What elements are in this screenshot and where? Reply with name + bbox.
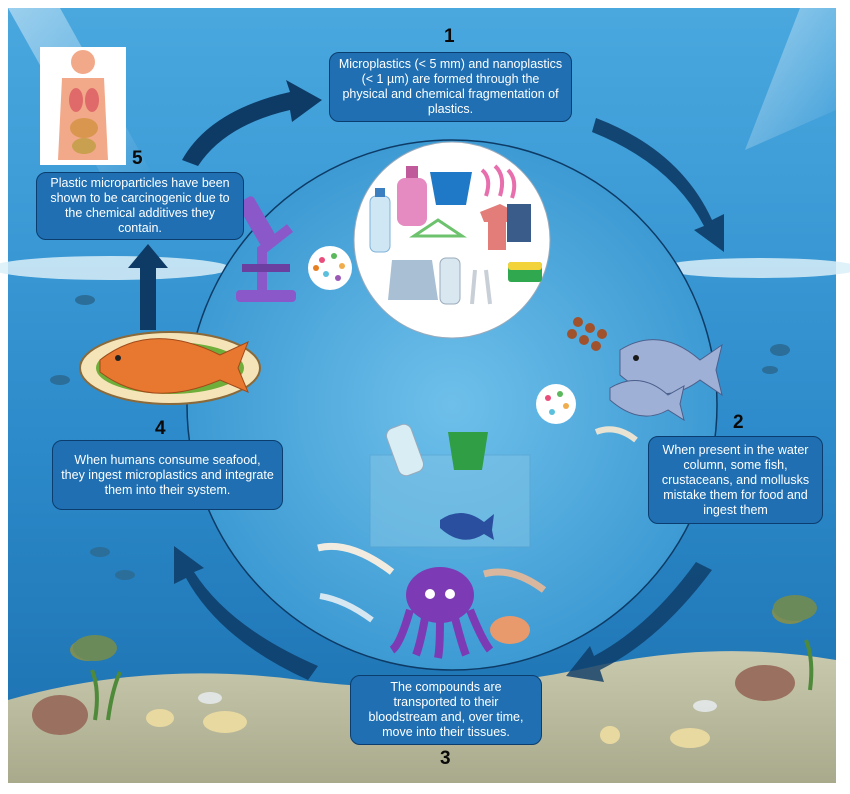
step-5-text: Plastic microparticles have been shown t… — [36, 172, 244, 240]
cooked-fish-plate-icon — [80, 332, 260, 404]
step-3-number: 3 — [440, 748, 451, 770]
step-3-text: The compounds are transported to their b… — [350, 675, 542, 745]
step-1-number: 1 — [444, 26, 455, 48]
step-1-text: Microplastics (< 5 mm) and nanoplastics … — [329, 52, 572, 122]
step-4-number: 4 — [155, 418, 166, 440]
step-2-number: 2 — [733, 412, 744, 434]
shell-icon — [490, 616, 530, 644]
microplastic-particles-right — [536, 384, 576, 424]
human-body-organs-icon — [40, 47, 126, 165]
step-4-text: When humans consume seafood, they ingest… — [52, 440, 283, 510]
microplastic-particles-icon — [308, 246, 352, 290]
surface-haze-left — [0, 256, 230, 280]
step-5-number: 5 — [132, 148, 143, 170]
step-2-text: When present in the water column, some f… — [648, 436, 823, 524]
